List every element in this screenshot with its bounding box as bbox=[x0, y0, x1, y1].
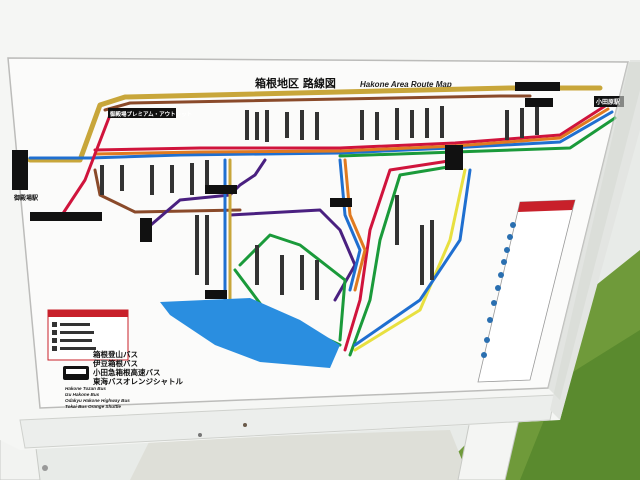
route-red-branch bbox=[58, 113, 112, 220]
dirt-spot bbox=[243, 423, 247, 427]
airport-label-box bbox=[525, 98, 553, 107]
gotemba-station-box bbox=[12, 150, 28, 190]
operator-legend: 箱根登山バス 伊豆箱根バス 小田急箱根高速バス 東海バスオレンジシャトル Hak… bbox=[65, 349, 183, 409]
operator-en: Izu Hakone Bus bbox=[65, 392, 100, 397]
title-en: Hakone Area Route Map bbox=[360, 80, 452, 89]
stop-label-box bbox=[205, 185, 237, 194]
route-brown-2 bbox=[93, 168, 242, 214]
title-ja: 箱根地区 路線図 bbox=[255, 76, 336, 90]
stop-label-box bbox=[205, 290, 227, 299]
route-blue-center bbox=[338, 158, 362, 292]
stop-info-header bbox=[518, 200, 575, 212]
odawara-station-label: 小田原駅 bbox=[595, 98, 621, 106]
info-legend-header bbox=[48, 310, 128, 317]
route-orange-center bbox=[343, 158, 367, 292]
route-green-loop bbox=[238, 233, 347, 342]
route-brown bbox=[103, 94, 532, 112]
stop-label-box bbox=[30, 212, 102, 221]
ground bbox=[130, 430, 470, 480]
stop-name-columns bbox=[100, 105, 539, 300]
lake-ashi bbox=[160, 298, 340, 368]
outlet-label-box bbox=[108, 108, 176, 118]
frame-bottom-rail bbox=[19, 394, 556, 449]
shadow bbox=[548, 62, 640, 400]
operator-ja: 箱根登山バス bbox=[93, 349, 138, 359]
stop-info-icons bbox=[481, 222, 516, 358]
operator-en: Tokai Bus Orange Shuttle bbox=[65, 404, 121, 409]
odawara-station-box bbox=[594, 96, 624, 107]
route-red-south bbox=[343, 158, 457, 352]
operator-en: Hakone Tozan Bus bbox=[65, 386, 106, 391]
grass-dark bbox=[520, 330, 640, 480]
route-green bbox=[338, 116, 617, 158]
info-legend-rows bbox=[52, 322, 96, 351]
route-red bbox=[93, 104, 607, 152]
route-purple-2 bbox=[228, 208, 357, 302]
stop-label-box bbox=[445, 145, 463, 170]
route-blue bbox=[28, 110, 614, 160]
dirt-spot bbox=[198, 433, 202, 437]
route-orange bbox=[93, 107, 610, 156]
stop-label-box bbox=[140, 218, 152, 242]
info-legend-box bbox=[47, 309, 129, 361]
operator-ja: 東海バスオレンジシャトル bbox=[93, 376, 183, 386]
station-labels: 御殿場駅 御殿場プレミアム・アウトレット 小田原駅 bbox=[12, 82, 624, 299]
route-green-south bbox=[348, 163, 462, 357]
operator-en: Odakyu Hakone Highway Bus bbox=[65, 398, 130, 403]
gotemba-station-label: 御殿場駅 bbox=[13, 194, 39, 202]
bus-icon bbox=[63, 366, 89, 380]
route-blue-south bbox=[353, 168, 472, 347]
outlet-label: 御殿場プレミアム・アウトレット bbox=[109, 110, 192, 118]
operator-ja: 伊豆箱根バス bbox=[92, 358, 138, 368]
stop-label-box bbox=[330, 198, 352, 207]
bolt-icon bbox=[42, 465, 48, 471]
terminal-label-box bbox=[515, 82, 560, 91]
operator-ja: 小田急箱根高速バス bbox=[93, 367, 161, 377]
